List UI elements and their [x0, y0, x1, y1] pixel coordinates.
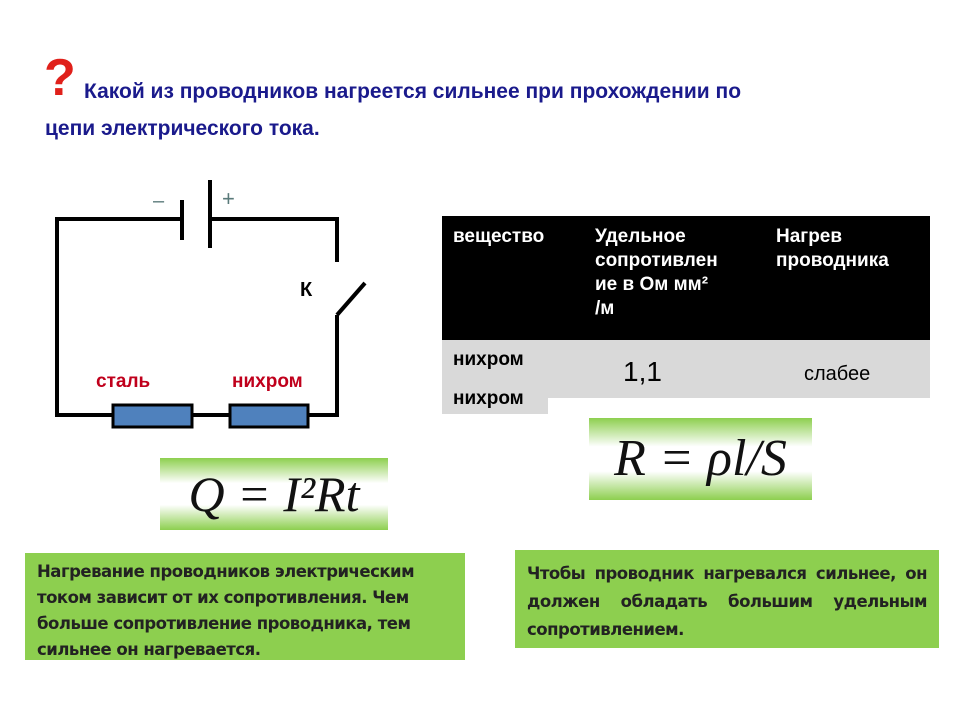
table-header: вещество Удельное сопротивлен ие в Ом мм… [442, 216, 930, 340]
nichrome-label: нихром [232, 371, 303, 392]
resistance-formula: R = ρl/S [589, 418, 812, 500]
note-right: Чтобы проводник нагревался сильнее, он д… [515, 550, 939, 648]
overlap-value: 1,1 [610, 328, 638, 340]
header-heating: Нагрев проводника [776, 226, 889, 271]
resistor-nichrome [228, 403, 310, 429]
wire [308, 315, 339, 417]
header-resistivity: Удельное сопротивлен ие в Ом мм² /м [595, 226, 718, 319]
plus-sign: + [222, 186, 235, 211]
switch-lever [335, 281, 367, 317]
joule-formula: Q = I²Rt [160, 458, 388, 530]
cell-substance: нихром [453, 349, 524, 370]
minus-sign: – [153, 190, 165, 212]
note-left: Нагревание проводников электрическим ток… [25, 553, 465, 660]
cell-substance-overlap: нихром [453, 388, 524, 409]
cell-resistivity: 1,1 [623, 356, 662, 387]
table-row [442, 340, 930, 398]
header-substance: вещество [453, 226, 545, 247]
steel-label: сталь [96, 371, 151, 392]
switch-label: К [300, 279, 313, 301]
cell-heating: слабее [804, 363, 871, 385]
question-line-2: цепи электрического тока. [45, 117, 320, 140]
question-line-1: Какой из проводников нагреется сильнее п… [84, 80, 742, 103]
wire [210, 217, 339, 262]
resistor-steel [111, 403, 194, 429]
circuit-diagram [55, 180, 367, 429]
overlay [548, 398, 933, 418]
table-row-fragment [442, 398, 548, 414]
wire [55, 217, 182, 417]
question-mark: ? [44, 49, 76, 107]
